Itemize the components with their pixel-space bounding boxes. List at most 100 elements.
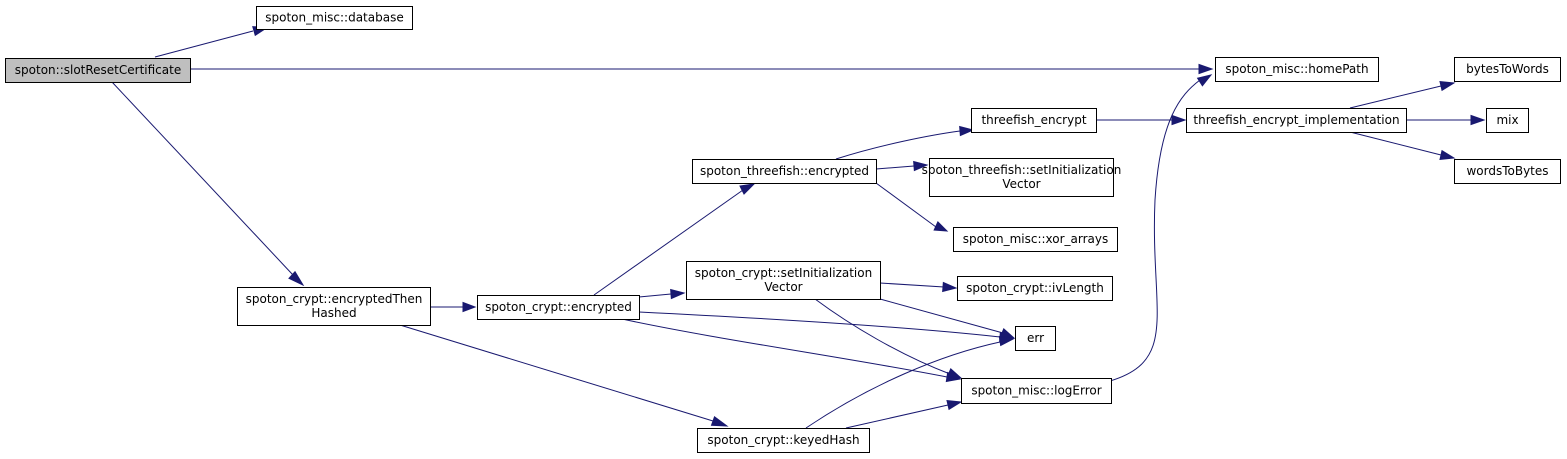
node-database[interactable]: spoton_misc::database xyxy=(256,6,413,30)
node-cryptEncrypted[interactable]: spoton_crypt::encrypted xyxy=(477,295,640,320)
edge-threefishImpl-to-wordsToBytes xyxy=(1349,131,1456,160)
node-label: wordsToBytes xyxy=(1466,164,1548,178)
edge-arrowhead xyxy=(288,270,305,287)
node-label: spoton_crypt::ivLength xyxy=(966,281,1104,295)
edge-arrowhead xyxy=(959,125,975,137)
node-box xyxy=(686,261,881,300)
node-box xyxy=(961,378,1112,404)
edge-arrowhead xyxy=(1470,114,1486,126)
edge-line xyxy=(1349,131,1442,156)
node-slotResetCertificate[interactable]: spoton::slotResetCertificate xyxy=(5,58,191,83)
edge-threefishEncrypted-to-threefishEncrypt xyxy=(835,125,975,160)
node-homePath[interactable]: spoton_misc::homePath xyxy=(1215,57,1379,82)
edge-line xyxy=(638,311,1001,338)
node-box xyxy=(692,159,877,184)
node-box xyxy=(1454,159,1561,184)
edge-arrowhead xyxy=(933,221,949,232)
node-box xyxy=(237,287,431,326)
node-label: spoton_threefish::encrypted xyxy=(700,164,869,178)
node-label: spoton_misc::xor_arrays xyxy=(963,232,1109,246)
node-box xyxy=(1015,326,1056,351)
edge-slotResetCertificate-to-homePath xyxy=(190,63,1214,75)
edge-line xyxy=(154,30,254,58)
edge-line xyxy=(805,341,1001,429)
edge-line xyxy=(638,293,672,298)
node-label: spoton_crypt::keyedHash xyxy=(707,433,859,447)
node-threefishImpl[interactable]: threefish_encrypt_implementation xyxy=(1186,108,1407,133)
edge-arrowhead xyxy=(942,281,958,293)
edge-line xyxy=(875,165,915,170)
node-label: bytesToWords xyxy=(1466,62,1549,76)
edge-line xyxy=(879,282,945,288)
node-box xyxy=(5,58,191,83)
edge-logError-to-homePath xyxy=(1109,74,1213,382)
edge-line xyxy=(875,182,937,228)
node-label: Hashed xyxy=(311,306,356,320)
nodes-layer: spoton::slotResetCertificatespoton_misc:… xyxy=(5,6,1561,453)
node-box xyxy=(477,295,640,320)
node-mix[interactable]: mix xyxy=(1486,108,1529,133)
edge-arrowhead xyxy=(913,160,929,172)
node-box xyxy=(971,108,1097,133)
node-box xyxy=(1486,108,1529,133)
node-label: spoton_misc::database xyxy=(265,11,403,25)
edge-threefishEncrypted-to-threefishSetIV xyxy=(875,160,929,172)
edge-arrowhead xyxy=(710,415,729,427)
edge-line xyxy=(1349,85,1442,109)
node-logError[interactable]: spoton_misc::logError xyxy=(961,378,1112,404)
edge-arrowhead xyxy=(462,301,477,313)
node-label: threefish_encrypt xyxy=(981,113,1086,127)
node-label: spoton_threefish::setInitialization xyxy=(922,163,1122,177)
edge-line xyxy=(814,298,951,375)
edge-cryptEncrypted-to-cryptSetIV xyxy=(638,288,686,300)
edges-layer xyxy=(111,26,1486,429)
edge-slotResetCertificate-to-encryptedThenHashed xyxy=(111,81,305,287)
edge-arrowhead xyxy=(946,368,963,379)
node-box xyxy=(929,158,1114,197)
edge-cryptSetIV-to-err xyxy=(879,298,1016,339)
node-threefishSetIV[interactable]: spoton_threefish::setInitializationVecto… xyxy=(922,158,1122,197)
edge-threefishImpl-to-mix xyxy=(1406,114,1486,126)
node-xorArrays[interactable]: spoton_misc::xor_arrays xyxy=(953,227,1118,252)
edge-arrowhead xyxy=(739,183,756,195)
node-label: spoton::slotResetCertificate xyxy=(15,63,181,77)
edge-arrowhead xyxy=(1198,63,1214,75)
node-wordsToBytes[interactable]: wordsToBytes xyxy=(1454,159,1561,184)
edge-arrowhead xyxy=(670,288,686,300)
node-label: err xyxy=(1027,331,1044,345)
node-ivLength[interactable]: spoton_crypt::ivLength xyxy=(957,276,1113,301)
node-label: spoton_crypt::encrypted xyxy=(485,300,632,314)
node-label: spoton_crypt::encryptedThen xyxy=(246,292,423,306)
node-threefishEncrypted[interactable]: spoton_threefish::encrypted xyxy=(692,159,877,184)
edge-keyedHash-to-err xyxy=(805,335,1015,429)
node-label: Vector xyxy=(764,280,802,294)
edge-cryptEncrypted-to-threefishEncrypted xyxy=(593,183,756,296)
node-err[interactable]: err xyxy=(1015,326,1056,351)
edge-arrowhead xyxy=(1439,81,1456,92)
node-keyedHash[interactable]: spoton_crypt::keyedHash xyxy=(697,428,870,453)
edge-cryptSetIV-to-ivLength xyxy=(879,281,958,293)
edge-arrowhead xyxy=(1196,74,1213,87)
edge-line xyxy=(111,81,294,276)
node-bytesToWords[interactable]: bytesToWords xyxy=(1454,57,1561,82)
node-label: Vector xyxy=(1002,177,1040,191)
node-box xyxy=(256,6,413,30)
edge-encryptedThenHashed-to-keyedHash xyxy=(399,324,729,427)
edge-cryptEncrypted-to-err xyxy=(638,311,1015,343)
node-label: mix xyxy=(1496,113,1518,127)
edge-arrowhead xyxy=(1439,149,1456,160)
node-threefishEncrypt[interactable]: threefish_encrypt xyxy=(971,108,1097,133)
edge-threefishImpl-to-bytesToWords xyxy=(1349,81,1456,109)
edge-threefishEncrypt-to-threefishImpl xyxy=(1096,114,1187,126)
node-label: spoton_crypt::setInitialization xyxy=(695,266,872,280)
edge-threefishEncrypted-to-xorArrays xyxy=(875,182,949,232)
node-box xyxy=(957,276,1113,301)
edge-line xyxy=(593,189,744,296)
edge-keyedHash-to-logError xyxy=(845,400,963,429)
edge-arrowhead xyxy=(946,400,963,411)
edge-arrowhead xyxy=(998,335,1015,347)
edge-line xyxy=(399,324,714,422)
